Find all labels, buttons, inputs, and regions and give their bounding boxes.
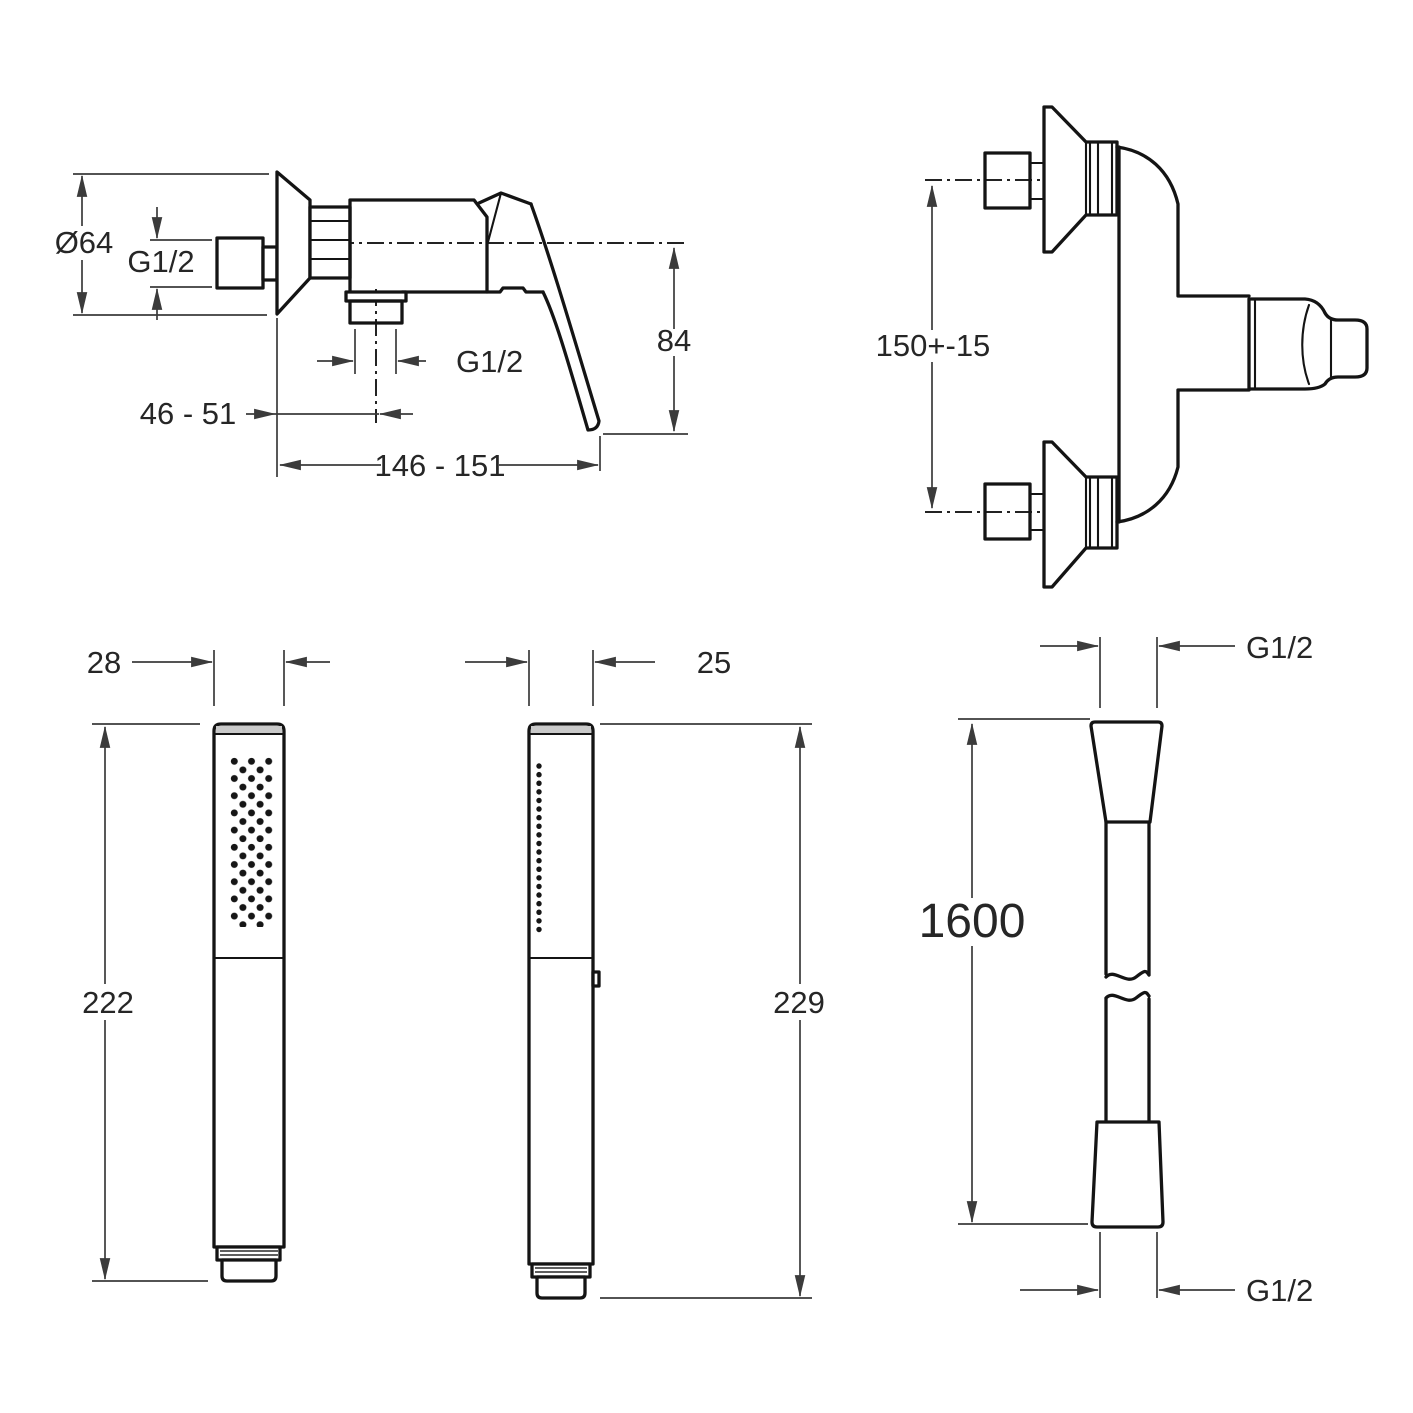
mixer-body — [348, 198, 489, 294]
hose-tube-lower — [1104, 997, 1151, 1124]
spout-shoulder-arc — [1301, 303, 1311, 386]
dim-label-top-thread: G1/2 — [1246, 630, 1313, 665]
bottom-nut-facets — [1084, 475, 1114, 550]
inlet-nipple-thread — [215, 236, 265, 290]
hose-tube-upper — [1104, 820, 1151, 976]
tip-collar — [530, 1262, 592, 1279]
spout-block — [1247, 297, 1369, 391]
head-cap-band — [531, 726, 591, 733]
mixer-front-view: 150+-15 — [876, 105, 1369, 589]
dim-label-length: 222 — [82, 985, 134, 1020]
extension-lines — [528, 650, 812, 1299]
hand-shower-side-view: 25 229 — [465, 645, 825, 1300]
head-cap-band — [216, 726, 282, 733]
handle-cap — [477, 191, 533, 206]
handle-cap-edge — [486, 191, 503, 244]
inlet-neck — [261, 245, 279, 282]
dim-label-hose-length: 1600 — [919, 895, 1026, 948]
top-inlet-neck — [1028, 161, 1046, 201]
dim-label-outlet-thread: G1/2 — [456, 344, 523, 379]
top-escutcheon — [1042, 105, 1119, 254]
hook-clip — [591, 970, 601, 988]
body-bottom-contour — [1115, 388, 1251, 524]
dim-label-width: 25 — [697, 645, 731, 680]
extension-lines — [92, 650, 285, 1282]
spout-joints — [1253, 297, 1333, 391]
spray-face — [230, 757, 273, 927]
mounting-nut — [308, 205, 352, 280]
bottom-escutcheon — [1042, 440, 1119, 589]
hose-top-connector — [1089, 720, 1164, 824]
handshower-body — [527, 722, 595, 1266]
dim-label-wall-to-outlet: 46 - 51 — [140, 396, 237, 431]
top-inlet-thread — [983, 151, 1032, 210]
dim-label-diameter: Ø64 — [55, 225, 114, 260]
mixer-side-view: Ø64 G1/2 G1/2 46 - 51 146 - 151 84 — [55, 170, 691, 483]
hose-bottom-connector — [1090, 1120, 1165, 1229]
body-top-contour — [1115, 145, 1251, 298]
body-underside — [400, 286, 545, 294]
tip-collar-rings — [220, 1250, 278, 1256]
tip-collar — [215, 1245, 282, 1262]
handle-lever — [529, 202, 601, 432]
hand-shower-front-view: 28 222 — [82, 645, 330, 1283]
tip-collar-rings — [535, 1267, 587, 1273]
extension-lines — [958, 637, 1158, 1298]
dim-label-overall-depth: 146 - 151 — [375, 448, 506, 483]
inlet-tip — [535, 1275, 587, 1300]
dim-label-inlet-centers: 150+-15 — [876, 328, 991, 363]
inlet-tip — [220, 1258, 278, 1283]
bottom-inlet-neck — [1028, 492, 1046, 532]
break-line-upper — [1104, 969, 1151, 981]
break-line-lower — [1104, 990, 1151, 1002]
top-nut-facets — [1084, 140, 1114, 217]
dim-label-length: 229 — [773, 985, 825, 1020]
nut-facets — [308, 219, 352, 261]
dim-label-bottom-thread: G1/2 — [1246, 1273, 1313, 1308]
escutcheon — [275, 170, 312, 316]
extension-lines — [73, 173, 688, 477]
dim-label-width: 28 — [87, 645, 121, 680]
outlet-thread — [348, 299, 404, 325]
dim-label-inlet-thread: G1/2 — [127, 244, 194, 279]
bottom-inlet-thread — [983, 482, 1032, 541]
shower-hose-view: G1/2 1600 G1/2 — [919, 630, 1314, 1308]
dim-label-handle-drop: 84 — [657, 323, 691, 358]
